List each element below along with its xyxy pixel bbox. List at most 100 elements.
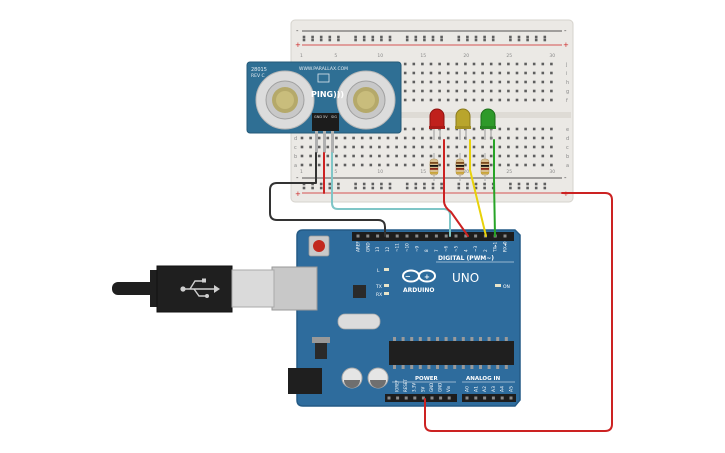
- rail-hole[interactable]: [534, 182, 538, 186]
- breadboard-hole[interactable]: [550, 89, 553, 93]
- breadboard-hole[interactable]: [524, 154, 527, 158]
- breadboard-hole[interactable]: [464, 71, 467, 75]
- rail-hole[interactable]: [371, 38, 375, 42]
- rail-hole[interactable]: [362, 38, 366, 42]
- breadboard-hole[interactable]: [395, 163, 398, 167]
- breadboard-hole[interactable]: [515, 145, 519, 149]
- breadboard-hole[interactable]: [446, 89, 450, 93]
- breadboard-hole[interactable]: [403, 80, 407, 84]
- breadboard-hole[interactable]: [429, 136, 433, 140]
- breadboard-hole[interactable]: [455, 62, 459, 66]
- breadboard-hole[interactable]: [541, 71, 545, 75]
- breadboard-hole[interactable]: [498, 89, 502, 93]
- analog-pin-socket[interactable]: [509, 396, 513, 400]
- breadboard-hole[interactable]: [343, 163, 347, 167]
- rail-hole[interactable]: [440, 186, 443, 190]
- rail-hole[interactable]: [509, 182, 512, 186]
- rail-hole[interactable]: [354, 186, 357, 190]
- digital-pin-socket[interactable]: [415, 234, 419, 238]
- breadboard-hole[interactable]: [455, 98, 459, 102]
- digital-pin-socket[interactable]: [474, 234, 478, 238]
- breadboard-hole[interactable]: [524, 163, 527, 167]
- breadboard-hole[interactable]: [464, 98, 467, 102]
- breadboard-hole[interactable]: [403, 145, 407, 149]
- breadboard-hole[interactable]: [550, 163, 553, 167]
- breadboard-hole[interactable]: [507, 145, 510, 149]
- rail-hole[interactable]: [457, 38, 461, 42]
- rail-hole[interactable]: [371, 186, 375, 190]
- rail-hole[interactable]: [319, 186, 323, 190]
- breadboard-hole[interactable]: [541, 89, 545, 93]
- rail-hole[interactable]: [517, 182, 521, 186]
- digital-pin-socket[interactable]: [405, 234, 409, 238]
- rail-hole[interactable]: [405, 35, 409, 39]
- breadboard-hole[interactable]: [541, 163, 545, 167]
- rail-hole[interactable]: [543, 182, 547, 186]
- breadboard-hole[interactable]: [412, 89, 416, 93]
- breadboard-hole[interactable]: [507, 163, 510, 167]
- power-pin-socket[interactable]: [430, 396, 434, 400]
- rail-hole[interactable]: [380, 38, 383, 42]
- rail-hole[interactable]: [431, 35, 435, 39]
- breadboard-hole[interactable]: [472, 98, 476, 102]
- rail-hole[interactable]: [431, 38, 435, 42]
- rail-hole[interactable]: [543, 186, 547, 190]
- breadboard-hole[interactable]: [481, 80, 484, 84]
- breadboard-hole[interactable]: [369, 154, 373, 158]
- analog-pin-socket[interactable]: [500, 396, 504, 400]
- rail-hole[interactable]: [414, 186, 418, 190]
- rail-hole[interactable]: [328, 186, 332, 190]
- breadboard-hole[interactable]: [446, 127, 450, 131]
- rail-hole[interactable]: [337, 186, 340, 190]
- breadboard-hole[interactable]: [446, 136, 450, 140]
- breadboard-hole[interactable]: [481, 154, 484, 158]
- rail-hole[interactable]: [423, 35, 426, 39]
- rail-hole[interactable]: [509, 38, 512, 42]
- rail-hole[interactable]: [423, 186, 426, 190]
- breadboard-hole[interactable]: [421, 127, 424, 131]
- rail-hole[interactable]: [474, 186, 478, 190]
- digital-pin-socket[interactable]: [356, 234, 360, 238]
- led-green[interactable]: [480, 108, 496, 140]
- wire-green-led[interactable]: [493, 139, 496, 237]
- breadboard-hole[interactable]: [403, 136, 407, 140]
- breadboard-hole[interactable]: [438, 163, 441, 167]
- rail-hole[interactable]: [328, 35, 332, 39]
- rail-hole[interactable]: [466, 182, 469, 186]
- power-pin-socket[interactable]: [439, 396, 443, 400]
- rail-hole[interactable]: [431, 186, 435, 190]
- rail-hole[interactable]: [319, 38, 323, 42]
- breadboard-hole[interactable]: [498, 127, 502, 131]
- rail-hole[interactable]: [491, 38, 495, 42]
- rail-hole[interactable]: [311, 186, 314, 190]
- digital-pin-socket[interactable]: [385, 234, 389, 238]
- breadboard-hole[interactable]: [309, 163, 312, 167]
- power-pin-socket[interactable]: [404, 396, 408, 400]
- sensor-pin-sig[interactable]: [331, 131, 334, 153]
- breadboard-hole[interactable]: [498, 62, 502, 66]
- breadboard-hole[interactable]: [421, 163, 424, 167]
- breadboard-hole[interactable]: [481, 89, 484, 93]
- rail-hole[interactable]: [354, 35, 357, 39]
- breadboard-hole[interactable]: [541, 154, 545, 158]
- breadboard-hole[interactable]: [309, 136, 312, 140]
- rail-hole[interactable]: [362, 182, 366, 186]
- rail-hole[interactable]: [371, 35, 375, 39]
- rail-hole[interactable]: [405, 182, 409, 186]
- breadboard-hole[interactable]: [369, 136, 373, 140]
- breadboard-hole[interactable]: [386, 136, 390, 140]
- breadboard-hole[interactable]: [438, 62, 441, 66]
- rail-hole[interactable]: [440, 182, 443, 186]
- breadboard-hole[interactable]: [429, 71, 433, 75]
- resistor-2[interactable]: [455, 153, 465, 181]
- rail-hole[interactable]: [371, 182, 375, 186]
- breadboard-hole[interactable]: [515, 71, 519, 75]
- breadboard-hole[interactable]: [369, 145, 373, 149]
- breadboard-hole[interactable]: [412, 136, 416, 140]
- breadboard-hole[interactable]: [464, 89, 467, 93]
- breadboard-hole[interactable]: [481, 145, 484, 149]
- breadboard-hole[interactable]: [403, 127, 407, 131]
- breadboard-hole[interactable]: [335, 136, 338, 140]
- breadboard-hole[interactable]: [489, 163, 493, 167]
- breadboard-hole[interactable]: [360, 154, 364, 158]
